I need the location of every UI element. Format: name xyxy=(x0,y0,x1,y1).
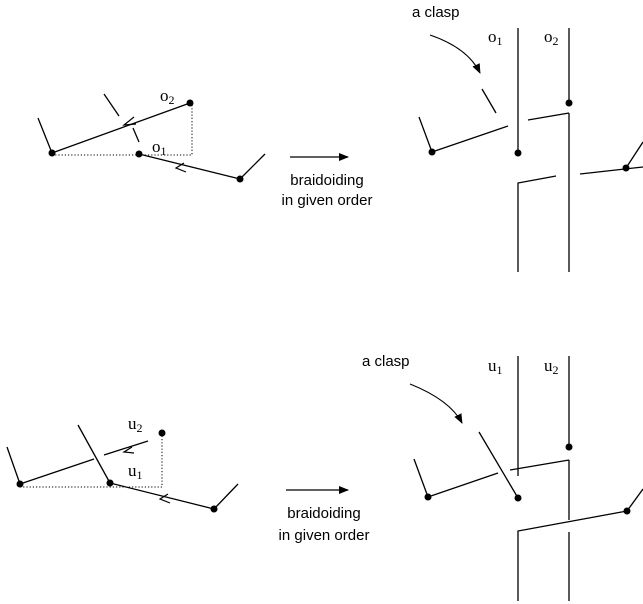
bottom-left-tangle: u2 u1 xyxy=(6,414,239,513)
bottom-right-braid: a clasp u1 u2 xyxy=(362,353,643,601)
horizontal-strand-2 xyxy=(527,112,570,121)
vertex xyxy=(16,480,24,488)
caption-line-1: braidoiding xyxy=(287,505,360,522)
vertex xyxy=(106,479,114,487)
crossing-stub xyxy=(103,93,120,117)
direction-arrow-u2 xyxy=(122,446,135,454)
vertex xyxy=(565,99,573,107)
strand-end-right xyxy=(626,488,643,512)
bottom-transition: braidoiding in given order xyxy=(279,486,370,544)
vertex xyxy=(186,99,194,107)
vertex xyxy=(623,507,631,515)
crossing-stub-lower xyxy=(132,127,140,143)
clasp-label: a clasp xyxy=(362,353,410,370)
strand-end-right xyxy=(213,483,239,510)
horizontal-strand-1 xyxy=(427,472,499,498)
label-o1-right: o1 xyxy=(488,27,503,48)
caption-line-1: braidoiding xyxy=(290,172,363,189)
direction-arrow-u1 xyxy=(158,493,171,504)
horizontal-strand-2 xyxy=(509,459,570,471)
top-transition: braidoiding in given order xyxy=(282,153,373,209)
return-strand xyxy=(517,510,628,601)
vertex xyxy=(514,149,522,157)
strand-end-right xyxy=(625,141,643,169)
clasp-strand xyxy=(481,88,497,114)
strand-end-left xyxy=(37,117,53,154)
clasp-strand xyxy=(478,431,519,499)
vertex xyxy=(210,505,218,513)
label-o1: o1 xyxy=(152,137,167,158)
strand-end-left xyxy=(418,116,433,153)
label-o2-right: o2 xyxy=(544,27,559,48)
vertex xyxy=(424,493,432,501)
strand-end-left xyxy=(6,446,21,485)
vertex xyxy=(565,443,573,451)
strand-end-left xyxy=(413,458,429,498)
vertex xyxy=(48,149,56,157)
label-u1: u1 xyxy=(128,461,143,482)
return-strand-right xyxy=(579,166,643,175)
direction-arrow-o2 xyxy=(122,116,137,126)
label-u1-right: u1 xyxy=(488,356,503,377)
over-arc-left xyxy=(19,458,95,485)
dotted-projection xyxy=(20,434,163,488)
top-left-tangle: o2 o1 xyxy=(37,86,266,183)
return-strand-left xyxy=(517,175,557,272)
dotted-projection xyxy=(52,104,193,156)
direction-arrow-o1 xyxy=(174,162,187,173)
caption-line-2: in given order xyxy=(282,192,373,209)
vertex xyxy=(428,148,436,156)
top-right-braid: a clasp o1 o2 xyxy=(412,4,643,272)
strand-end-right xyxy=(239,153,266,180)
over-arc-o2 xyxy=(51,102,191,154)
label-u2-right: u2 xyxy=(544,356,559,377)
clasp-pointer-arrow xyxy=(429,34,481,74)
label-u2: u2 xyxy=(128,414,143,435)
vertex xyxy=(236,175,244,183)
vertex xyxy=(514,494,522,502)
vertex xyxy=(135,150,143,158)
vertex xyxy=(622,164,630,172)
caption-line-2: in given order xyxy=(279,527,370,544)
over-arc-o1 xyxy=(138,153,241,180)
over-arc-u1 xyxy=(109,482,215,510)
horizontal-strand-1 xyxy=(431,125,509,153)
under-strand-u1 xyxy=(77,424,111,484)
clasp-label: a clasp xyxy=(412,4,460,21)
over-arc-u2 xyxy=(103,440,149,456)
label-o2: o2 xyxy=(160,86,175,107)
vertex xyxy=(158,429,166,437)
clasp-pointer-arrow xyxy=(409,383,463,424)
